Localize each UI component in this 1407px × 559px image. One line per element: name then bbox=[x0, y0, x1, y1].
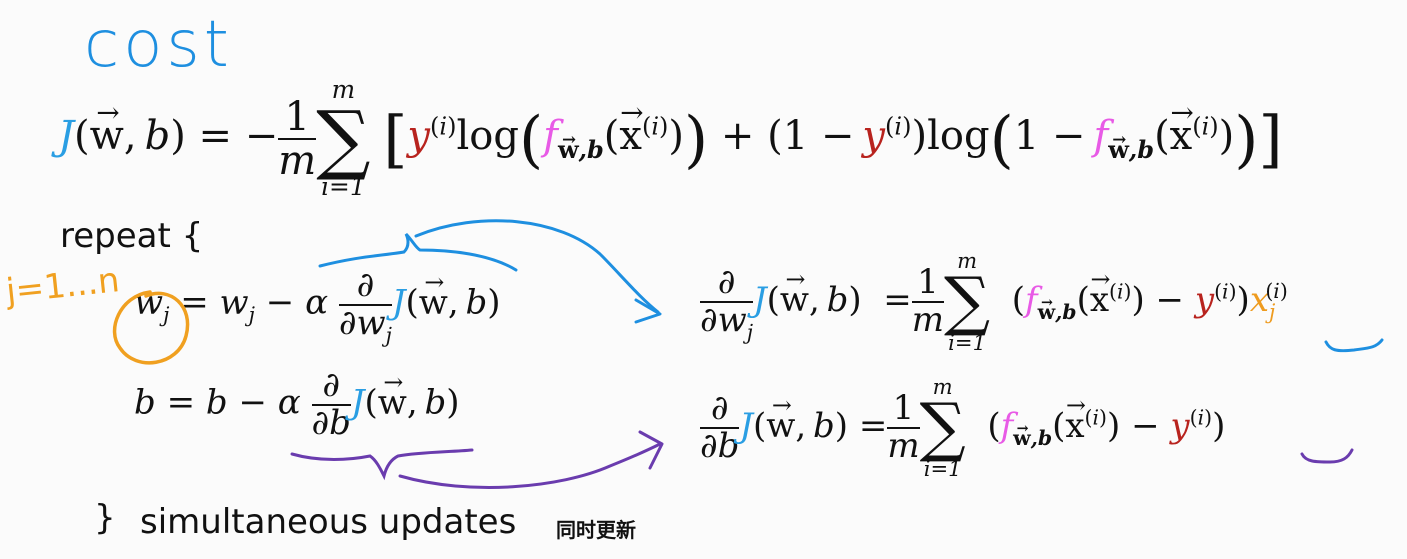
handwritten-cost-label: cost bbox=[84, 8, 233, 82]
dw-derivative-formula: ∂∂wjJ(w, b) =1mm∑i=1 (fw,b(x(i)) − y(i))… bbox=[700, 250, 1288, 354]
blue-brace-above-gradient bbox=[318, 232, 518, 272]
db-derivative-formula: ∂∂bJ(w, b) =1mm∑i=1 (fw,b(x(i)) − y(i)) bbox=[700, 376, 1225, 480]
purple-bracket-end-db bbox=[1300, 448, 1354, 464]
cost-function-formula: J(w, b) = −1mm∑i=1 [y(i)log(fw,b(x(i))) … bbox=[58, 77, 1283, 200]
repeat-keyword: repeat { bbox=[60, 216, 204, 256]
blue-bracket-under-xj bbox=[1324, 338, 1384, 353]
b-update-formula: b = b − α ∂∂bJ(w, b) bbox=[134, 367, 460, 441]
simultaneous-updates-label: simultaneous updates bbox=[140, 502, 517, 542]
purple-brace-below-gradient bbox=[290, 448, 474, 481]
orange-circle-around-wj bbox=[112, 290, 190, 365]
closing-brace: } bbox=[94, 498, 116, 538]
w-update-formula: wj = wj − α ∂∂wjJ(w, b) bbox=[134, 267, 501, 344]
blue-arrow bbox=[414, 219, 660, 314]
purple-arrow bbox=[398, 442, 662, 489]
simultaneous-updates-chinese: 同时更新 bbox=[556, 518, 636, 542]
